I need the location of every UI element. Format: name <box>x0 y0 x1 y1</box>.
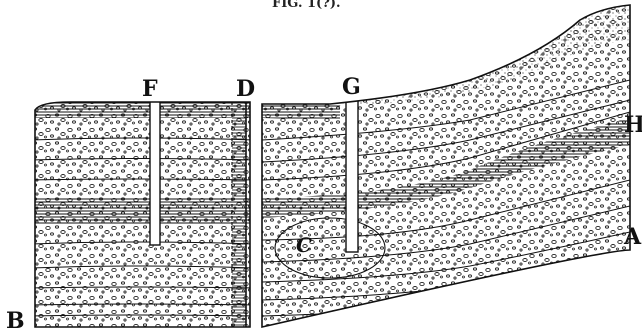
figure-caption: FIG. 1(?). <box>272 0 341 11</box>
label-a: A <box>623 224 642 250</box>
label-g: G <box>342 74 361 100</box>
label-c: C <box>296 233 312 257</box>
bore-column-d <box>232 102 246 327</box>
left-section-block <box>30 100 255 330</box>
label-h: H <box>624 112 642 138</box>
right-section-block <box>260 0 632 330</box>
label-b: B <box>6 308 25 332</box>
label-f: F <box>142 76 158 102</box>
label-d: D <box>236 76 255 102</box>
